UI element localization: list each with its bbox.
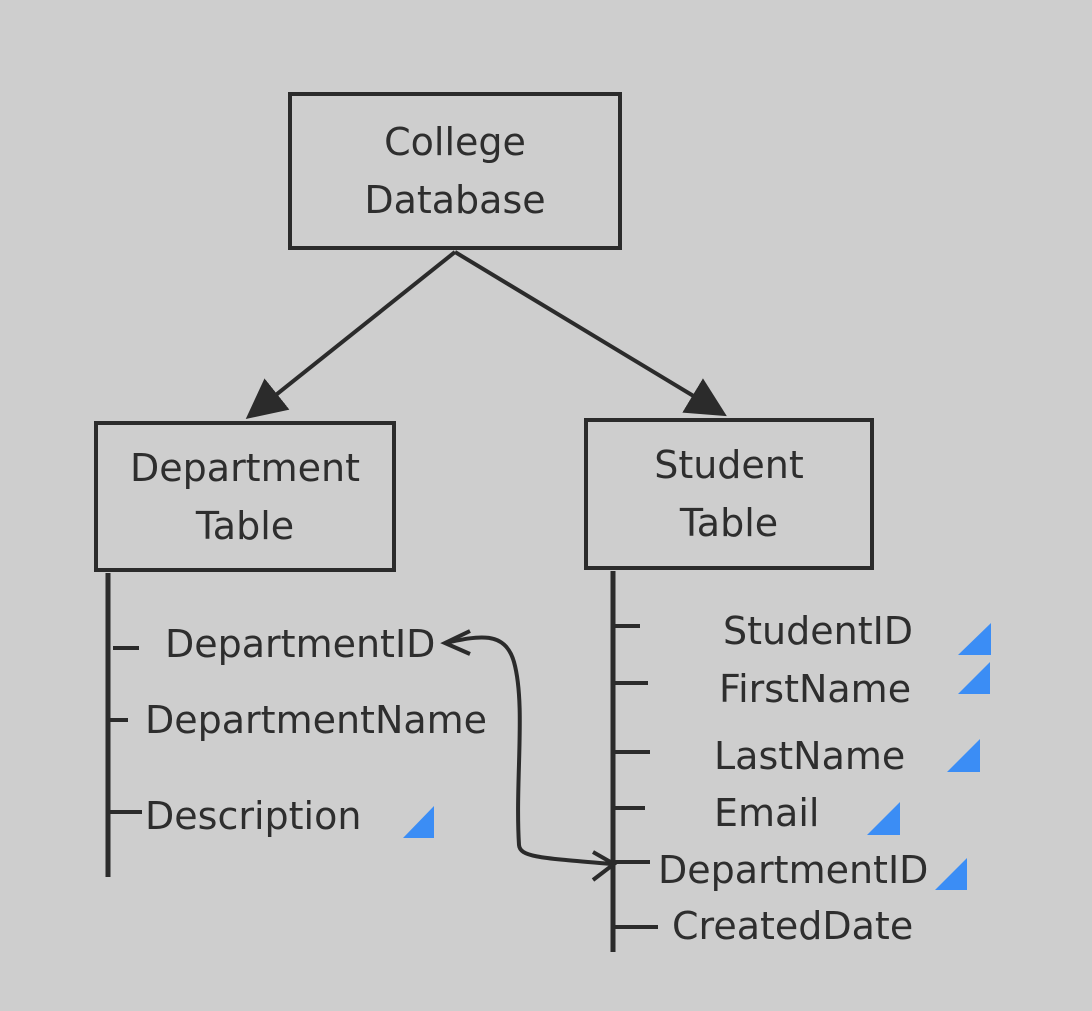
student-table-node[interactable]: Student Table	[584, 418, 874, 570]
department-field-departmentname: DepartmentName	[145, 698, 488, 742]
student-field-studentid: StudentID	[723, 609, 914, 653]
student-field-firstname: FirstName	[719, 667, 912, 711]
blue-triangle-marker-icon	[867, 802, 900, 835]
student-field-departmentid: DepartmentID	[658, 848, 929, 892]
node-label-line-2: Database	[364, 178, 546, 222]
arrowhead-right-icon	[591, 850, 618, 882]
foreign-key-connector	[444, 635, 613, 866]
connector-root-student	[453, 250, 727, 417]
blue-triangle-marker-icon	[947, 739, 980, 772]
node-label-line-2: Table	[195, 503, 295, 548]
node-label-line-1: Student	[654, 443, 804, 487]
arrowhead-left-icon	[440, 629, 471, 656]
department-field-description: Description	[145, 794, 362, 838]
blue-triangle-marker-icon	[958, 662, 990, 694]
student-field-email: Email	[714, 791, 820, 835]
student-field-createddate: CreatedDate	[672, 904, 914, 948]
blue-triangle-marker-icon	[935, 858, 967, 890]
department-field-departmentid: DepartmentID	[165, 622, 436, 666]
connector-root-department	[245, 250, 457, 419]
department-table-node[interactable]: Department Table	[94, 421, 396, 572]
college-database-node[interactable]: College Database	[288, 92, 622, 250]
blue-triangle-marker-icon	[403, 806, 434, 838]
blue-triangle-marker-icon	[958, 623, 991, 655]
node-label-line-2: Table	[679, 501, 779, 545]
student-field-lastname: LastName	[714, 734, 906, 778]
node-label-line-1: College	[384, 120, 526, 164]
node-label-line-1: Department	[130, 445, 360, 490]
